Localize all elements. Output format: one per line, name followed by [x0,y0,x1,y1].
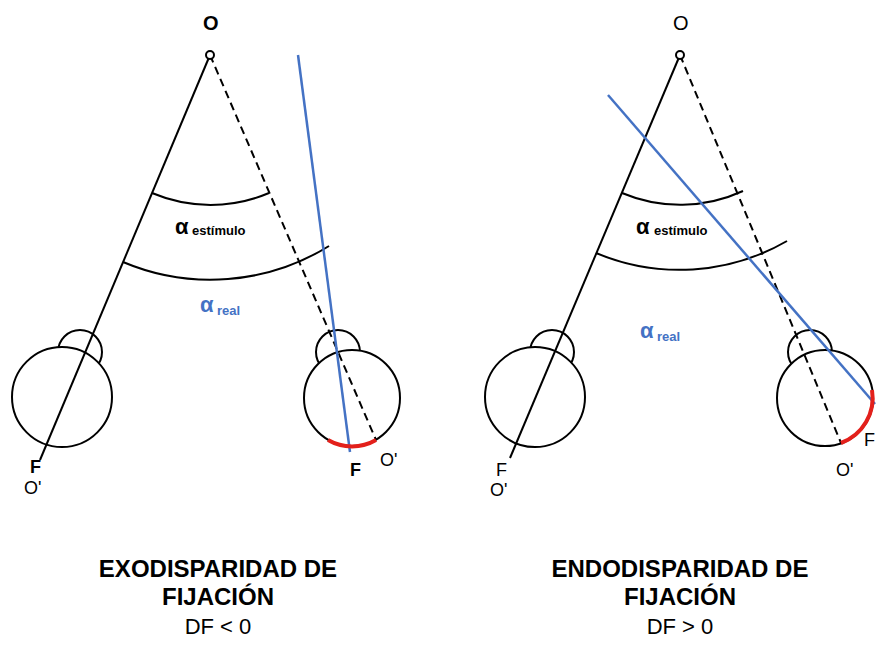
point-label: O' [836,460,853,481]
stimulus-axis [210,55,376,440]
angle-symbol: α [640,318,654,343]
real-axis [608,95,875,404]
fixation-point [206,51,214,59]
left-panel [12,51,400,460]
angle-subscript: real [217,304,240,319]
point-label: O' [490,480,507,501]
real-axis [298,55,350,452]
point-label: F [30,457,41,478]
formula: DF < 0 [118,614,318,639]
right-panel [485,51,875,458]
angle-subscript: real [657,330,680,345]
angle-symbol: α [175,214,189,239]
point-label: O [673,12,689,35]
fixation-point [676,51,684,59]
angle-arc [596,241,787,270]
angle-symbol: α [636,214,650,239]
angle-arc [622,191,743,205]
eyeball [777,350,873,446]
point-label: O' [380,450,397,471]
eyeball [12,347,112,447]
disparity-arc [328,440,376,446]
visual-axis [510,55,680,458]
point-label: F [496,460,507,481]
point-label: F [350,460,361,481]
angle-arc [123,246,329,280]
visual-axis [40,55,210,460]
angle-subscript: estímulo [653,224,708,239]
point-label: O [203,12,219,35]
formula: DF > 0 [580,614,780,639]
panel-title: ENDODISPARIDAD DE FIJACIÓN [520,555,840,610]
eyeball [304,350,400,446]
point-label: F [864,430,875,451]
stimulus-axis [680,55,841,443]
panel-title: EXODISPARIDAD DE FIJACIÓN [68,555,368,610]
angle-symbol: α [200,292,214,317]
angle-arc [152,193,269,205]
point-label: O' [24,478,41,499]
angle-subscript: estímulo [192,224,245,239]
